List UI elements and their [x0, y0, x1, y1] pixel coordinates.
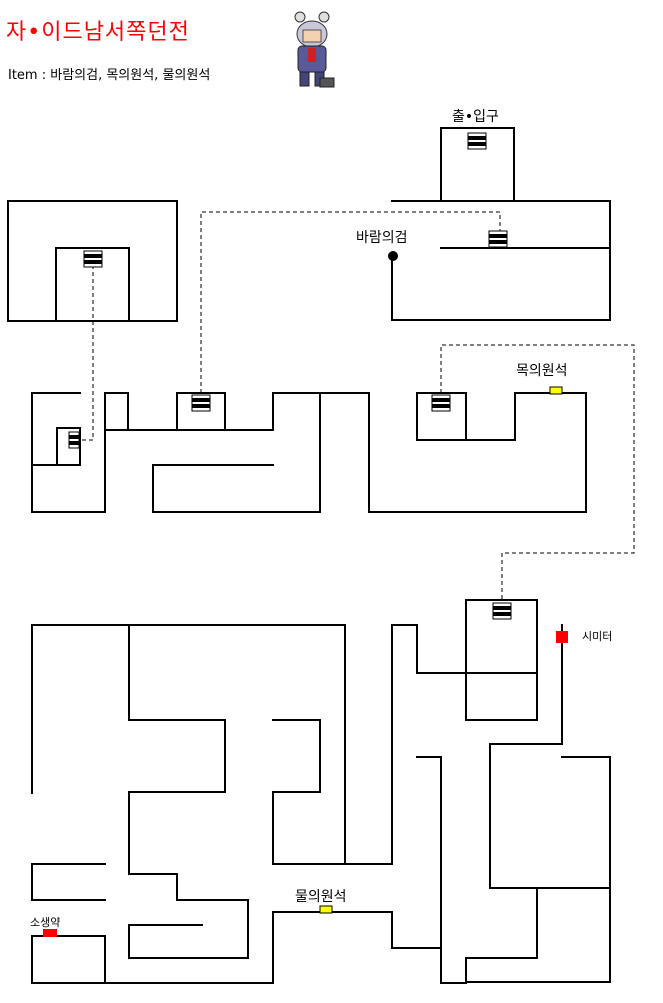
water-stone-label: 물의원석 — [295, 889, 347, 905]
water-stone-marker — [319, 905, 333, 914]
character-sprite — [294, 11, 335, 88]
wind-sword-label: 바람의검 — [356, 230, 408, 246]
potion-marker — [43, 929, 57, 937]
scimitar-label: 시미터 — [582, 630, 612, 643]
item-list: Item : 바람의검, 목의원석, 물의원석 — [8, 68, 211, 83]
wood-stone-marker — [549, 386, 563, 395]
wind-sword-marker — [388, 251, 398, 261]
passage-lines — [80, 211, 635, 600]
wood-stone-label: 목의원석 — [516, 363, 568, 379]
map-title: 자•이드남서쪽던전 — [6, 20, 190, 45]
potion-label: 소생약 — [30, 915, 60, 929]
entrance-label: 출•입구 — [452, 109, 499, 125]
ladder-icon — [68, 132, 512, 620]
scimitar-marker — [556, 631, 568, 643]
